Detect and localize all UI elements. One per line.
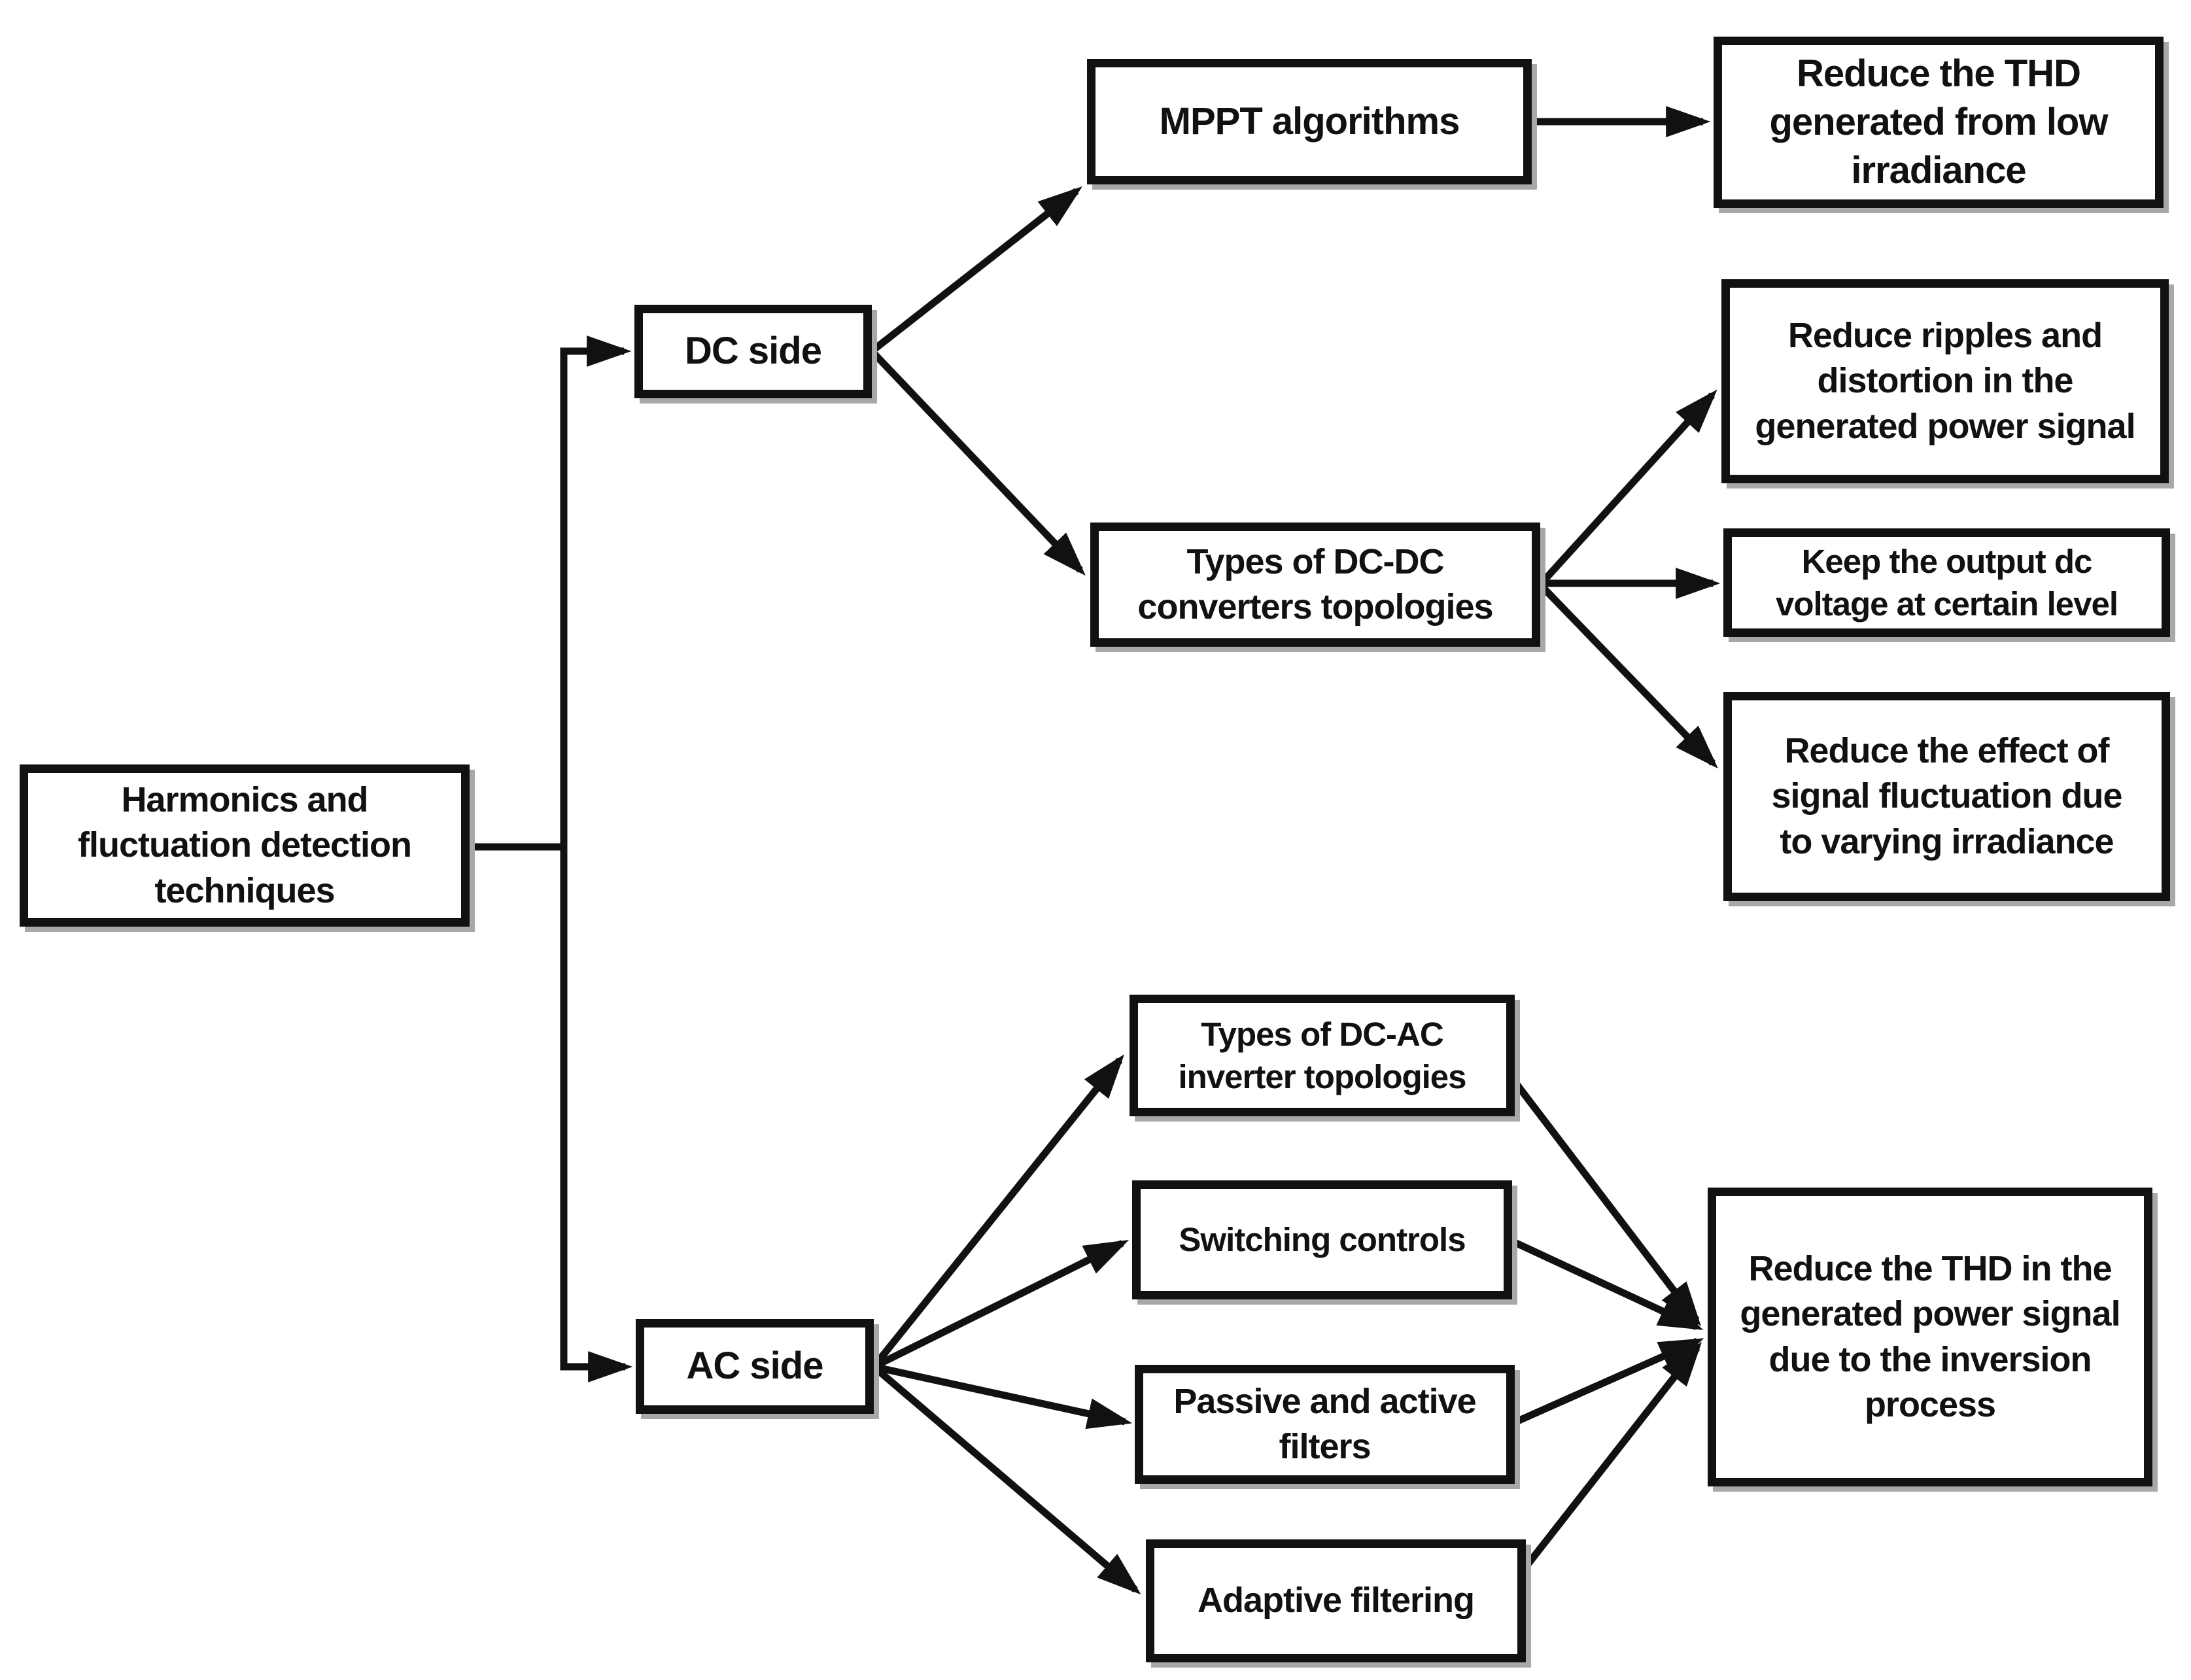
edge-dcac-thd-inv: [1511, 1079, 1701, 1327]
edge-dc-side-mppt: [869, 186, 1082, 354]
node-harmonics-root-label: Harmonics and fluctuation detection tech…: [78, 780, 412, 910]
edge-root-dc-side: [560, 335, 632, 847]
node-switching-controls-label: Switching controls: [1179, 1221, 1466, 1259]
node-dcac-inverter-topologies-label: Types of DC-AC inverter topologies: [1178, 1015, 1466, 1095]
node-passive-active-filters-label: Passive and active filters: [1173, 1381, 1476, 1466]
node-dcdc-converter-topologies-label: Types of DC-DC converters topologies: [1137, 541, 1493, 626]
node-dc-side: DC side: [634, 305, 872, 398]
edge-ac-side-adaptive: [871, 1363, 1141, 1595]
node-mppt-algorithms: MPPT algorithms: [1087, 59, 1532, 184]
node-ac-side-label: AC side: [686, 1345, 824, 1388]
edge-switching-thd-inv: [1510, 1238, 1704, 1330]
edge-dcdc-fluct: [1538, 582, 1718, 769]
node-passive-active-filters: Passive and active filters: [1135, 1365, 1515, 1484]
edge-dcdc-ripples: [1537, 389, 1717, 587]
node-adaptive-filtering: Adaptive filtering: [1146, 1539, 1526, 1662]
node-keep-output-dc-voltage-label: Keep the output dc voltage at certain le…: [1775, 542, 2118, 623]
edge-adaptive-thd-inv: [1523, 1342, 1702, 1569]
node-reduce-signal-fluctuation-label: Reduce the effect of signal fluctuation …: [1771, 731, 2122, 861]
node-reduce-ripples-distortion: Reduce ripples and distortion in the gen…: [1721, 279, 2169, 483]
edge-root-ac-side: [560, 847, 633, 1382]
node-dcac-inverter-topologies: Types of DC-AC inverter topologies: [1130, 995, 1515, 1116]
node-harmonics-root: Harmonics and fluctuation detection tech…: [20, 764, 470, 927]
node-switching-controls: Switching controls: [1132, 1180, 1512, 1299]
edge-ac-side-dcac: [871, 1054, 1125, 1369]
node-mppt-algorithms-label: MPPT algorithms: [1159, 99, 1460, 143]
node-ac-side: AC side: [636, 1319, 874, 1414]
node-reduce-thd-low-irradiance-label: Reduce the THD generated from low irradi…: [1769, 52, 2109, 192]
node-reduce-thd-low-irradiance: Reduce the THD generated from low irradi…: [1714, 37, 2164, 208]
node-adaptive-filtering-label: Adaptive filtering: [1197, 1581, 1475, 1620]
node-keep-output-dc-voltage: Keep the output dc voltage at certain le…: [1723, 528, 2170, 637]
node-reduce-thd-inversion: Reduce the THD in the generated power si…: [1708, 1188, 2152, 1486]
node-reduce-thd-inversion-label: Reduce the THD in the generated power si…: [1740, 1249, 2120, 1424]
node-dcdc-converter-topologies: Types of DC-DC converters topologies: [1090, 523, 1540, 647]
edge-ac-side-passive: [872, 1363, 1133, 1430]
node-dc-side-label: DC side: [685, 330, 822, 373]
node-reduce-signal-fluctuation: Reduce the effect of signal fluctuation …: [1723, 692, 2170, 901]
node-reduce-ripples-distortion-label: Reduce ripples and distortion in the gen…: [1755, 316, 2135, 446]
edge-dc-side-dcdc: [869, 349, 1086, 576]
edge-ac-side-switching: [872, 1239, 1130, 1370]
